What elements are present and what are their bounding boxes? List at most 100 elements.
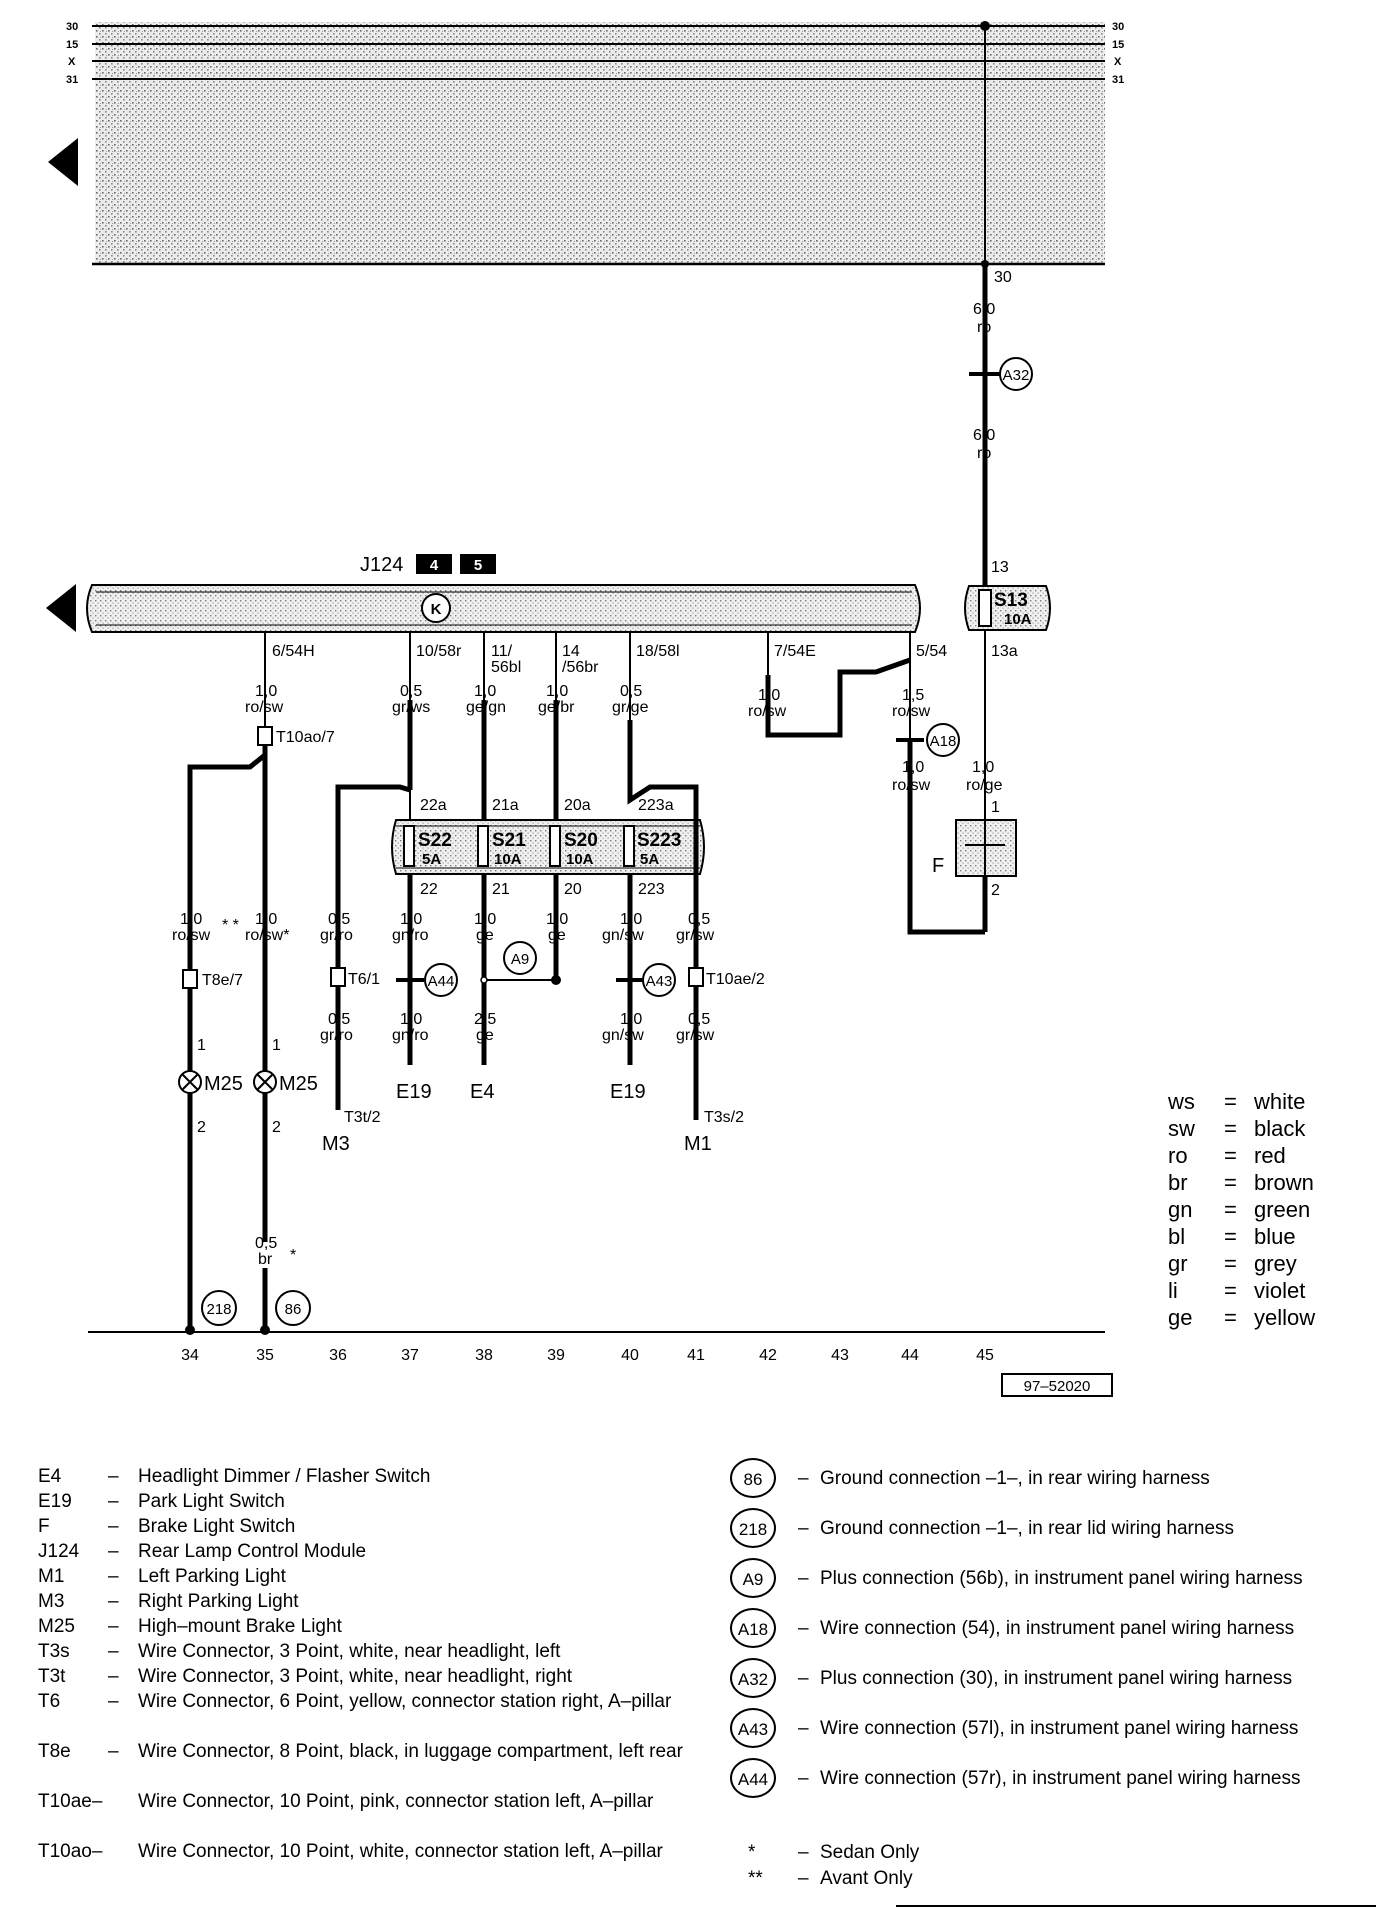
wire-size-label: 1,0 [902,759,924,776]
wire-size-label: 1,0 [474,911,496,928]
wire-color-label: ge [476,1027,494,1044]
legend-code: T6 [38,1691,61,1712]
connection-a9-icon [503,941,537,975]
connection-a32-icon [999,357,1033,391]
column-number: 35 [256,1347,274,1364]
wire-color-label: ro [977,319,991,336]
wire-size-label: 0,5 [255,1235,277,1252]
wire-star-label: * [290,1247,296,1264]
bus-right-label-30: 30 [1112,21,1124,33]
f-label: F [932,855,944,877]
connection-a44-icon: A44 [730,1758,776,1798]
column-number: 42 [759,1347,777,1364]
legend-code: M25 [38,1616,75,1637]
fuse-s20-name: S20 [564,830,598,851]
wire-size-label: 6,0 [973,301,995,318]
color-abbr: sw [1168,1116,1195,1141]
legend-code: T10ao– [38,1841,103,1862]
fuse-s13-bottom-pin: 13a [991,643,1018,660]
wire-size-label: 1,5 [902,687,924,704]
connector-t3t-label: T3t/2 [344,1109,381,1126]
column-number: 40 [621,1347,639,1364]
legend-code: T10ae– [38,1791,103,1812]
fuse-s20-amp: 10A [566,851,594,868]
wire-color-label: ro/sw [748,703,787,720]
wire-size-label: 1,0 [180,911,202,928]
reference-number: 97–52020 [1024,1378,1091,1395]
m25-left-pin-2: 2 [197,1119,206,1136]
brake-light-switch-f: 1 F 2 [907,740,1017,935]
connector-t6-icon [330,967,346,987]
wire-color-label: ro/sw [892,777,931,794]
color-name: yellow [1254,1305,1316,1330]
module-contact-icon [421,593,451,623]
color-abbr: br [1168,1170,1188,1195]
fuse-out-pin: 21 [492,881,510,898]
connection-a32-label: A32 [1003,367,1030,384]
wire-size-label: 2,5 [474,1011,496,1028]
module-page-5: 5 [474,557,482,574]
ground-bus: 34 35 36 37 38 39 40 41 42 43 44 45 97–5… [88,1331,1113,1397]
color-abbr: gr [1168,1251,1188,1276]
legend-code: J124 [38,1541,80,1562]
e4-label: E4 [470,1081,494,1103]
legend-code: M1 [38,1566,65,1587]
terminal-30-label: 30 [994,269,1012,286]
fuse-out-pin: 22 [420,881,438,898]
column-number: 45 [976,1347,994,1364]
m25-left-pin-1: 1 [197,1037,206,1054]
legend-desc: Ground connection –1–, in rear wiring ha… [820,1468,1210,1489]
wire-size-label: 0,5 [400,683,422,700]
bus-right-label-x: X [1114,56,1122,68]
column-37-wire: 1,0 gn/ro A44 1,0 gn/ro E19 [392,874,458,1103]
bus-right-label-31: 31 [1112,74,1124,86]
color-abbr: ge [1168,1305,1193,1330]
wire-size-label: 1,0 [620,911,642,928]
wire-color-label: ro/sw [172,927,211,944]
legend-desc: High–mount Brake Light [138,1616,342,1637]
color-name: grey [1254,1251,1297,1276]
m25-right-label: M25 [279,1073,318,1095]
legend-desc: Wire Connector, 3 Point, white, near hea… [138,1666,573,1687]
wire-color-label: gr/sw [676,927,715,944]
color-abbr: bl [1168,1224,1186,1249]
f-pin-2: 2 [991,882,1000,899]
legend-desc: Wire connection (57l), in instrument pan… [820,1718,1299,1739]
module-page-4: 4 [430,557,439,574]
legend-desc: Wire Connector, 3 Point, white, near hea… [138,1641,561,1662]
column-40-wire: 1,0 gn/sw A43 1,0 gn/sw E19 [602,874,676,1103]
legend-code: T8e [38,1741,71,1762]
continue-left-arrow-icon [46,584,76,632]
wire-size-label: 6,0 [973,427,995,444]
m1-label: M1 [684,1133,712,1155]
relay-panel-background [95,22,1105,264]
wire-size-label: 0,5 [328,911,350,928]
wire-color-label: gr/ro [320,927,353,944]
connection-a9-label: A9 [511,951,529,968]
f-pin-1: 1 [991,799,1000,816]
legend-code: E19 [38,1491,72,1512]
fuse-in-pin: 21a [492,797,519,814]
m3-label: M3 [322,1133,350,1155]
wire-color-label: ge [548,927,566,944]
connection-a18-icon: A18 [730,1608,776,1648]
column-number: 43 [831,1347,849,1364]
ground-218-icon [201,1290,237,1326]
wire-color-label: ge/br [538,699,575,716]
fuse-s13-amp: 10A [1004,611,1032,628]
module-pin: 5/54 [916,643,947,660]
connector-t10ao-label: T10ao/7 [276,729,335,746]
color-abbr: gn [1168,1197,1193,1222]
ground-218-icon: 218 [730,1508,776,1548]
column-36-wire: 0,5 gr/ro T6/1 0,5 gr/ro T3t/2 M3 [320,784,411,1155]
wire-size-label: 1,0 [546,911,568,928]
ground-86-icon: 86 [730,1458,776,1498]
fuse-s22-name: S22 [418,830,452,851]
module-pin: 10/58r [416,643,462,660]
wire-color-label: ro/sw [892,703,931,720]
svg-text:K: K [431,601,442,618]
wire-size-label: 1,0 [255,911,277,928]
column-44-wire: 5/54 1,5 ro/sw A18 1,0 ro/sw [765,632,960,794]
module-pin: 18/58l [636,643,680,660]
wire-size-label: 1,0 [255,683,277,700]
